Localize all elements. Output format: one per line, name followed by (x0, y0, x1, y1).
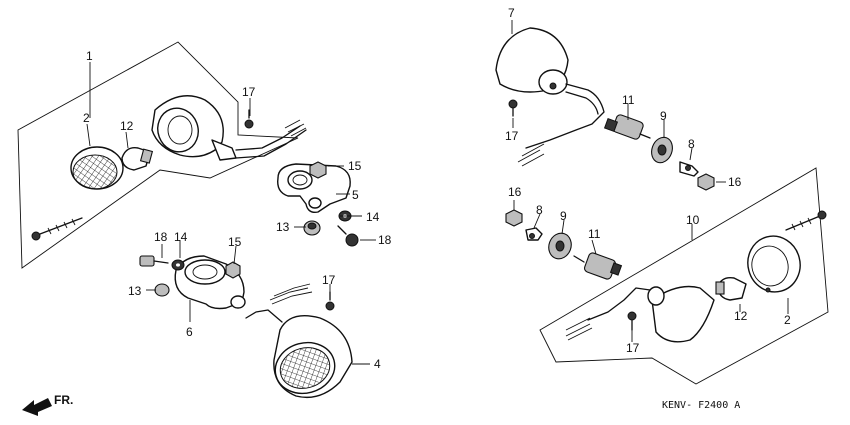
screw-part-b[interactable] (785, 210, 827, 231)
callout-16b: 16 (508, 185, 522, 199)
callout-15b: 15 (228, 235, 242, 249)
callout-2b: 2 (784, 313, 791, 327)
gasket-8-part-b[interactable] (525, 227, 543, 241)
gasket-9-part-a[interactable] (648, 134, 676, 165)
front-direction-indicator: FR. (22, 393, 73, 416)
gasket-8-part-a[interactable] (679, 161, 699, 177)
callout-13: 13 (276, 220, 290, 234)
turn-signal-10-part[interactable] (565, 285, 715, 343)
wire-harness-4 (269, 283, 313, 305)
callout-1: 1 (86, 49, 93, 63)
bulb-12-part-b[interactable] (715, 276, 747, 301)
lens-2-part-b[interactable] (742, 230, 807, 298)
assembly-1-outline (17, 41, 299, 269)
diagram-code: KENV- F2400 A (662, 400, 740, 411)
wire-harness-1 (235, 125, 301, 151)
callout-15: 15 (348, 159, 362, 173)
callout-2: 2 (83, 111, 90, 125)
front-arrow-icon (22, 398, 52, 416)
assembly-10-outline (539, 167, 829, 385)
callout-6: 6 (186, 325, 193, 339)
socket-11-part-a[interactable] (603, 114, 651, 140)
callout-7: 7 (508, 6, 515, 20)
lens-2-part[interactable] (70, 146, 124, 190)
callout-14: 14 (366, 210, 380, 224)
callout-16: 16 (728, 175, 742, 189)
bolt-18-part-a[interactable] (337, 225, 359, 247)
gasket-9-part-b[interactable] (545, 230, 575, 262)
rear-turn-signal-7-part[interactable] (495, 27, 605, 167)
washer-14-part-b[interactable] (171, 259, 185, 271)
bolt-18-part-b[interactable] (139, 255, 169, 267)
callout-4: 4 (374, 357, 381, 371)
screw-17-part-d[interactable] (627, 311, 637, 331)
leader-lines (86, 20, 789, 365)
callout-17b: 17 (322, 273, 336, 287)
callout-12b: 12 (734, 309, 748, 323)
bracket-5-part[interactable] (277, 163, 351, 214)
socket-11-part-b[interactable] (573, 252, 623, 280)
callout-17c: 17 (505, 129, 519, 143)
callout-8b: 8 (536, 203, 543, 217)
turn-signal-4-part[interactable] (245, 309, 353, 400)
nut-16-part-a[interactable] (697, 173, 715, 191)
callout-11b: 11 (588, 227, 601, 241)
screw-17-part-c[interactable] (508, 99, 518, 117)
collar-13-part-b[interactable] (154, 283, 170, 297)
screw-part[interactable] (31, 217, 83, 241)
housing-1-part[interactable] (151, 95, 237, 161)
callout-17: 17 (242, 85, 256, 99)
direction-label: FR. (54, 393, 73, 407)
callout-5: 5 (352, 188, 359, 202)
bulb-12-part[interactable] (121, 147, 154, 171)
callout-11: 11 (622, 93, 635, 107)
screw-17-part-a[interactable] (244, 109, 254, 129)
callout-17d: 17 (626, 341, 640, 355)
nut-15-part-b[interactable] (225, 261, 241, 279)
nut-16-part-b[interactable] (505, 209, 523, 227)
callout-8: 8 (688, 137, 695, 151)
callout-9: 9 (660, 109, 667, 123)
callout-labels: 1 2 12 17 15 5 14 13 18 18 14 15 13 6 17… (83, 6, 791, 371)
front-left-turn-signal-group (17, 41, 307, 269)
callout-18b: 18 (154, 230, 168, 244)
callout-12: 12 (120, 119, 134, 133)
callout-18: 18 (378, 233, 392, 247)
nut-15-part-a[interactable] (309, 161, 327, 179)
collar-13-part-a[interactable] (303, 220, 321, 236)
callout-14b: 14 (174, 230, 188, 244)
callout-13b: 13 (128, 284, 142, 298)
callout-10: 10 (686, 213, 700, 227)
callout-9b: 9 (560, 209, 567, 223)
